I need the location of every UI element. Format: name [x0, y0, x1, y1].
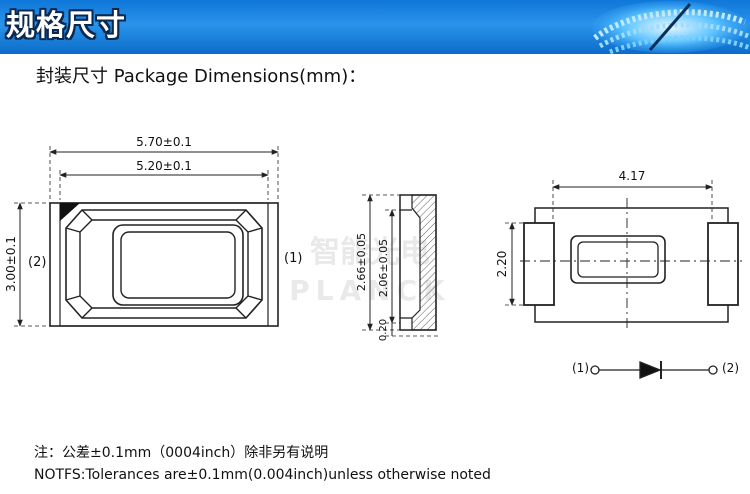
package-dimensions-title: 封装尺寸 Package Dimensions(mm)：	[36, 66, 367, 87]
dim-inner-width-label: 5.20±0.1	[136, 159, 192, 173]
tolerance-note-english: NOTFS:Tolerances are±0.1mm(0.004inch)unl…	[34, 467, 491, 483]
anode-terminal	[590, 365, 600, 375]
diode-triangle	[639, 361, 662, 379]
dim-pad-width-label: 4.17	[619, 169, 646, 183]
pad-layout	[505, 180, 742, 330]
side-view	[362, 194, 438, 337]
front-view	[14, 146, 279, 327]
dim-total-height-label: 2.66±0.05	[355, 233, 368, 291]
diode-anode-label: (1)	[572, 361, 589, 375]
dim-pad-height-label: 2.20	[495, 251, 509, 278]
diode-symbol	[590, 361, 718, 379]
pad-right	[707, 222, 739, 306]
tolerance-note-chinese: 注：公差±0.1mm（0004inch）除非另有说明	[34, 445, 329, 461]
dim-base-label: 0.20	[378, 319, 389, 341]
dim-body-height-label: 2.06±0.05	[377, 239, 390, 297]
pin-left-label: (2)	[28, 255, 46, 270]
polarity-mark	[60, 203, 80, 221]
header-title: 规格尺寸	[6, 8, 127, 42]
dim-height-label: 3.00±0.1	[4, 236, 18, 292]
cathode-terminal	[708, 365, 718, 375]
diode-cathode-label: (2)	[722, 361, 739, 375]
led-strip-image	[592, 1, 750, 54]
watermark-line2: PLANCK	[289, 274, 451, 307]
pad-left	[523, 222, 555, 306]
pin-right-label: (1)	[284, 251, 302, 266]
dim-outer-width-label: 5.70±0.1	[136, 135, 192, 149]
header-banner: 规格尺寸	[0, 0, 750, 54]
